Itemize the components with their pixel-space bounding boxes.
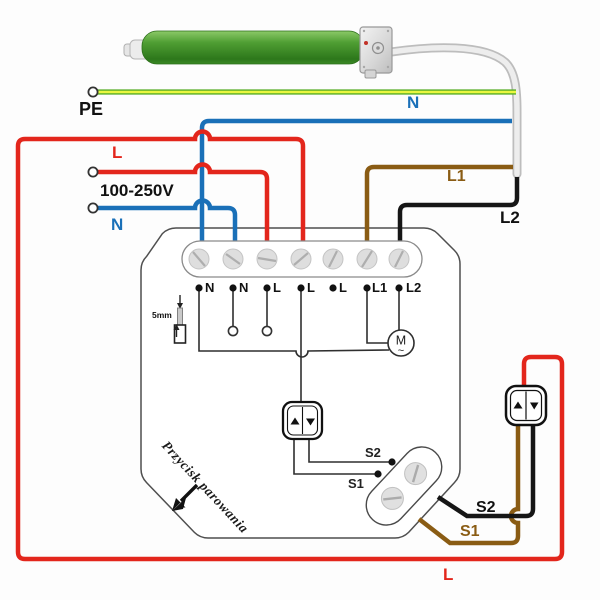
terminal-screws [188, 248, 410, 270]
neutral-wires [97, 118, 512, 241]
motor-symbol: M ~ [387, 329, 415, 357]
internal-updown-button [281, 400, 324, 441]
terminal-label-n1: N [205, 280, 215, 295]
black-wires [397, 177, 536, 519]
terminal-label-l3: L [273, 280, 281, 295]
pe-label: PE [79, 99, 104, 119]
strip-arrow-up-icon [173, 324, 180, 330]
terminal-label-l2: L2 [406, 280, 422, 295]
l1-label: L1 [447, 168, 466, 185]
bare-wire [177, 307, 183, 326]
strip-length-label: 5mm [152, 310, 172, 320]
s-terminal-block [365, 446, 443, 526]
motor-symbol-wave: ~ [398, 345, 404, 357]
tubular-motor [123, 26, 522, 179]
l1-wire [364, 164, 513, 241]
internal-s2-wire [308, 439, 389, 463]
motor-cable [386, 43, 522, 179]
n-main-wire [199, 118, 512, 241]
terminal-strip [181, 240, 423, 292]
brown-wires [364, 164, 521, 546]
l-input-wire [97, 162, 270, 241]
terminal-label-l1: L1 [372, 280, 388, 295]
s2-external-label: S2 [476, 499, 496, 516]
s2-node [388, 458, 396, 466]
s2-internal-label: S2 [365, 445, 381, 460]
l-input-label: L [112, 143, 123, 162]
terminal-label-l5: L [339, 280, 347, 295]
motor-head [359, 26, 393, 79]
switch-arrow-up-icon [513, 401, 523, 409]
l-terminal [87, 166, 99, 178]
motor-head-pin [376, 46, 380, 50]
wire-insulation [173, 324, 187, 344]
s1-external-wire [417, 424, 521, 546]
line-wires [15, 129, 565, 562]
open-terminal-n [227, 325, 239, 337]
s1-internal-label: S1 [348, 476, 364, 491]
strip-length-icon [173, 295, 187, 344]
terminal-dots [195, 284, 403, 292]
s2-external-wire [436, 424, 536, 519]
l-bottom-label: L [443, 565, 454, 584]
arrow-down-icon [306, 418, 315, 426]
motor-body [141, 30, 365, 65]
motor-head-tab [364, 69, 377, 79]
switch-arrow-down-icon [530, 402, 539, 410]
n-terminal [87, 202, 99, 214]
motor-symbol-letter: M [396, 334, 406, 348]
external-updown-switch [504, 384, 548, 427]
internal-l1-wire [366, 288, 389, 344]
pairing-arrow-icon [172, 483, 199, 511]
motor-indicator-dot [364, 41, 368, 45]
internal-wiring [198, 288, 400, 475]
strip-arrow-down-icon [177, 303, 183, 309]
terminal-label-n2: N [239, 280, 249, 295]
pe-terminal [87, 86, 99, 98]
s1-external-label: S1 [460, 523, 480, 540]
open-terminal-l [261, 325, 273, 337]
s1-node [374, 470, 382, 478]
n-top-label: N [407, 93, 420, 112]
l2-label: L2 [500, 208, 520, 227]
arrow-up-icon [290, 417, 300, 425]
l2-wire [397, 177, 520, 241]
voltage-label: 100-250V [100, 181, 174, 200]
internal-s1-wire [293, 439, 375, 475]
terminal-label-l4: L [307, 280, 315, 295]
n-input-wire [97, 198, 238, 241]
l-loop-wire [15, 129, 565, 562]
n-input-label: N [111, 215, 124, 234]
